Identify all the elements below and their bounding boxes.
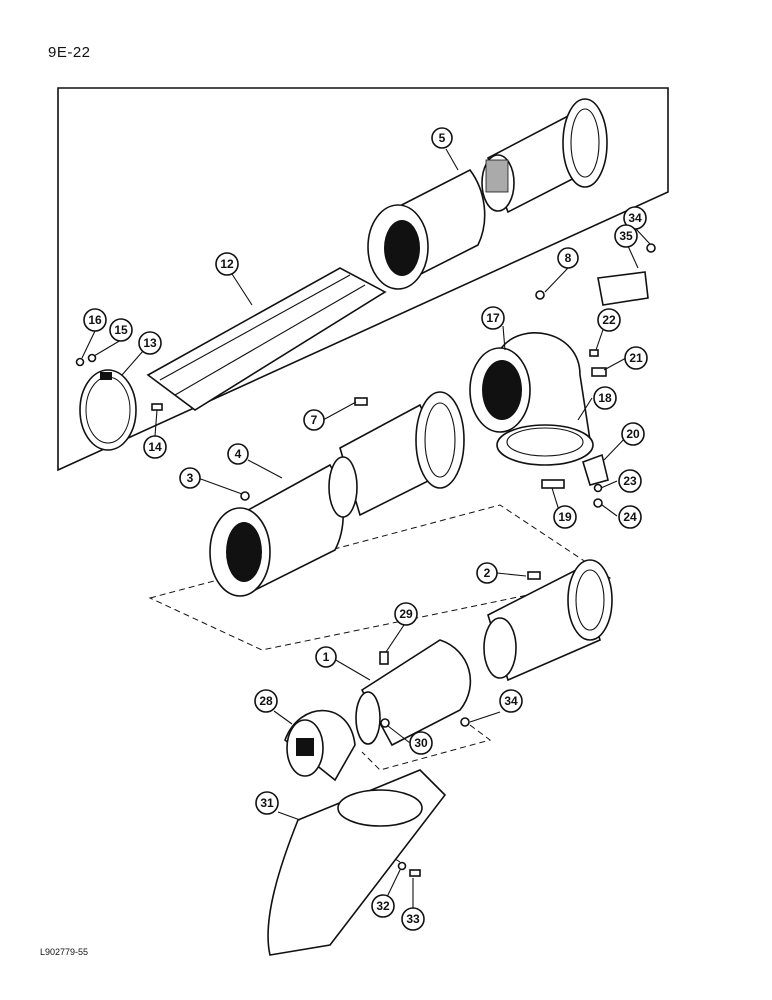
- callout-20: 20: [621, 422, 645, 446]
- svg-text:7: 7: [311, 413, 318, 427]
- tube-part-5: [367, 98, 608, 290]
- callout-16: 16: [83, 308, 107, 332]
- svg-text:23: 23: [623, 474, 637, 488]
- callout-21: 21: [624, 346, 648, 370]
- dashed-group-outline: [148, 504, 612, 651]
- callout-28: 28: [254, 689, 278, 713]
- svg-text:22: 22: [602, 313, 616, 327]
- svg-text:13: 13: [143, 336, 157, 350]
- clamp-part-13: [79, 369, 137, 451]
- svg-text:14: 14: [148, 440, 162, 454]
- callout-23: 23: [618, 469, 642, 493]
- svg-text:31: 31: [260, 796, 274, 810]
- callout-2: 2: [476, 562, 498, 584]
- tube-part-4: [209, 391, 465, 597]
- callout-19: 19: [553, 505, 577, 529]
- spout-part-31: [267, 769, 447, 956]
- callout-15: 15: [109, 318, 133, 342]
- trough-part-12: [146, 267, 387, 411]
- elbow-part-17: [469, 332, 594, 466]
- callout-34-lower: 34: [499, 689, 523, 713]
- svg-text:8: 8: [565, 251, 572, 265]
- svg-text:29: 29: [399, 607, 413, 621]
- svg-text:15: 15: [114, 323, 128, 337]
- svg-text:32: 32: [376, 899, 390, 913]
- dashed-leader-34: [361, 724, 492, 771]
- callout-30: 30: [409, 731, 433, 755]
- svg-text:12: 12: [220, 257, 234, 271]
- svg-text:19: 19: [558, 510, 572, 524]
- page-number: 9E-22: [48, 44, 91, 61]
- callout-7: 7: [303, 409, 325, 431]
- callout-32: 32: [371, 894, 395, 918]
- callout-5: 5: [431, 127, 453, 149]
- small-hardware: [75, 243, 656, 877]
- svg-text:2: 2: [484, 566, 491, 580]
- svg-text:33: 33: [406, 912, 420, 926]
- callout-31: 31: [255, 791, 279, 815]
- callout-24: 24: [618, 505, 642, 529]
- svg-text:4: 4: [235, 447, 242, 461]
- callout-14: 14: [143, 435, 167, 459]
- callout-1: 1: [315, 646, 337, 668]
- svg-text:3: 3: [187, 471, 194, 485]
- callout-3: 3: [179, 467, 201, 489]
- svg-text:20: 20: [626, 427, 640, 441]
- svg-text:28: 28: [259, 694, 273, 708]
- callout-33: 33: [401, 907, 425, 931]
- svg-text:34: 34: [504, 694, 518, 708]
- svg-text:35: 35: [619, 229, 633, 243]
- callout-35: 35: [614, 224, 638, 248]
- svg-text:30: 30: [414, 736, 428, 750]
- callout-8: 8: [557, 247, 579, 269]
- svg-text:5: 5: [439, 131, 446, 145]
- tube-part-1: [355, 559, 613, 747]
- assembly-frame: [57, 87, 669, 472]
- svg-text:34: 34: [628, 211, 642, 225]
- svg-text:18: 18: [598, 391, 612, 405]
- callout-17: 17: [481, 306, 505, 330]
- svg-text:21: 21: [629, 351, 643, 365]
- callout-29: 29: [394, 602, 418, 626]
- svg-text:16: 16: [88, 313, 102, 327]
- svg-text:1: 1: [323, 650, 330, 664]
- callout-12: 12: [215, 252, 239, 276]
- figure-code: L902779-55: [40, 947, 89, 957]
- callout-4: 4: [227, 443, 249, 465]
- callout-13: 13: [138, 331, 162, 355]
- callout-22: 22: [597, 308, 621, 332]
- svg-text:17: 17: [486, 311, 500, 325]
- cap-part-28: [284, 709, 356, 782]
- callout-18: 18: [593, 386, 617, 410]
- svg-text:24: 24: [623, 510, 637, 524]
